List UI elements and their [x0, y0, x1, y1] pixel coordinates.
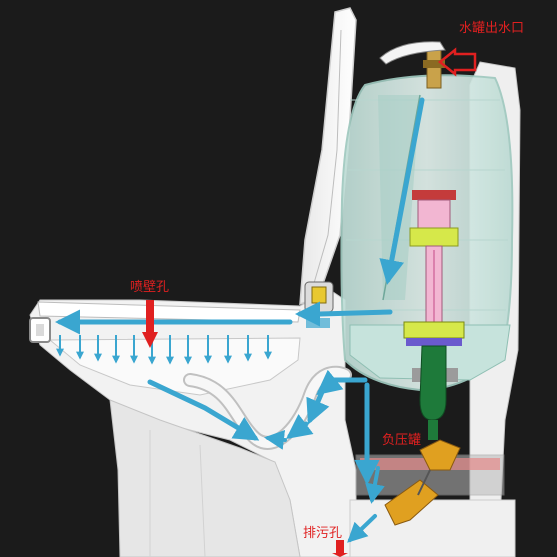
drain-hole-label: 排污孔 — [303, 526, 343, 541]
flow-arrow — [379, 97, 425, 285]
flow-arrow — [347, 514, 377, 543]
water-flow-paths — [55, 97, 425, 543]
seat-hinge — [304, 281, 334, 328]
flow-arrow — [295, 301, 393, 327]
flow-arrow — [365, 466, 385, 504]
toilet-lid — [299, 7, 357, 306]
negative-pressure-tank-label: 负压罐 — [382, 433, 422, 448]
annotation-pointers — [142, 47, 477, 557]
flow-arrow — [286, 414, 314, 439]
spray-arrows — [56, 335, 272, 365]
flush-flapper — [384, 439, 461, 526]
pointer-arrow — [142, 300, 158, 348]
wall-spray-holes-label: 喷壁孔 — [130, 280, 170, 295]
pointer-arrow — [437, 47, 477, 77]
flow-arrow — [316, 369, 368, 396]
fill-valve — [379, 41, 465, 440]
flow-arrow — [264, 429, 287, 450]
pointer-arrow — [332, 540, 348, 557]
water-tank-outlet-label: 水罐出水口 — [459, 21, 525, 36]
flow-arrow — [147, 379, 260, 441]
